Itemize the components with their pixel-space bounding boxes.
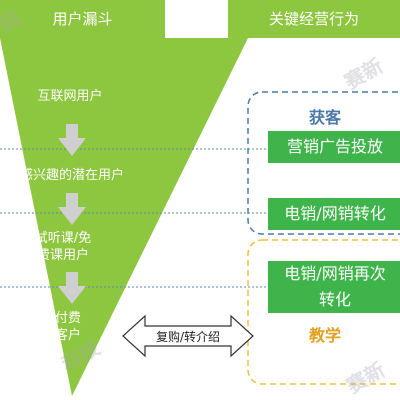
down-arrow-icon: [58, 124, 86, 156]
down-arrow-icon: [58, 193, 86, 225]
teaching-label: 教学: [308, 326, 341, 345]
stage-interested-users: 感兴趣的潜在用户: [19, 168, 124, 183]
funnel-triangle: [0, 38, 248, 396]
behavior-ad-placement: 营销广告投放: [268, 131, 400, 163]
down-arrow-icon: [58, 272, 86, 304]
double-arrow-icon: [122, 314, 254, 358]
stage-internet-users: 互联网用户: [37, 89, 103, 104]
stage-trial-users: 试听课/免 费课用户: [34, 231, 92, 263]
behavior-sales-conversion: 电销/网销转化: [268, 198, 400, 230]
stage-paying-customers: 付费 客户: [54, 311, 81, 343]
behavior-sales-reconversion: 电销/网销再次 转化: [268, 261, 400, 313]
acquisition-label: 获客: [308, 108, 341, 127]
repurchase-label: 复购/转介绍: [155, 330, 221, 344]
acquisition-group-border: [247, 91, 400, 235]
funnel-header: 用户漏斗: [0, 0, 165, 38]
behavior-header: 关键经营行为: [228, 0, 400, 38]
teaching-group-border: [247, 239, 400, 385]
